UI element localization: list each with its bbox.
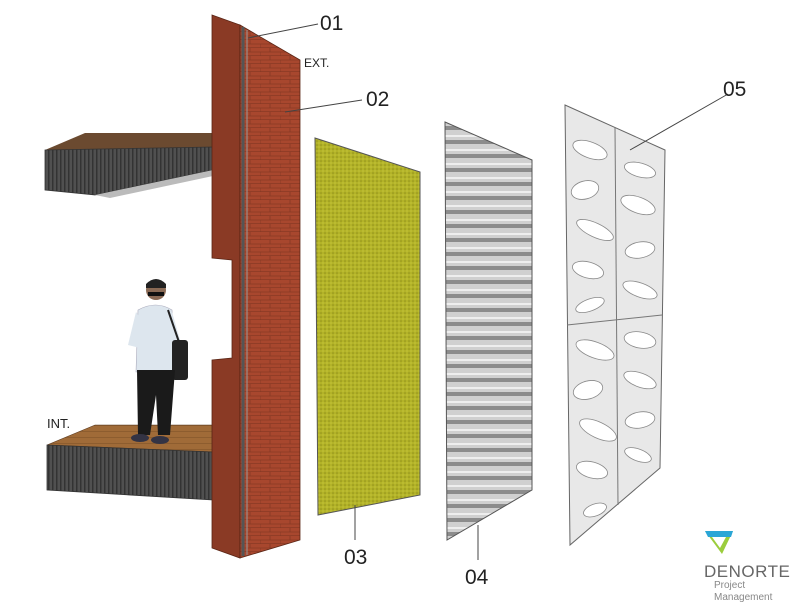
label-05: 05 [723, 78, 747, 101]
leader-lines [247, 23, 729, 560]
logo-subtitle-1: Project [714, 580, 746, 591]
label-exterior: EXT. [304, 56, 330, 70]
label-04: 04 [465, 566, 489, 589]
logo-name: DENORTE [704, 562, 791, 581]
perforated-facade-panel-05 [564, 104, 666, 547]
lower-floor-slab [46, 424, 214, 501]
denorte-logo-mark [705, 531, 733, 554]
label-interior: INT. [47, 416, 71, 431]
label-01: 01 [320, 12, 344, 35]
upper-floor-slab [44, 133, 214, 198]
label-03: 03 [344, 546, 368, 569]
brick-wall-layer-01-02 [211, 14, 301, 559]
corrugated-sheet-layer-04 [444, 121, 533, 541]
label-02: 02 [366, 88, 390, 111]
logo-subtitle-2: Management [714, 592, 773, 603]
insulation-felt-layer-03 [314, 137, 421, 516]
person-figure [128, 279, 188, 444]
